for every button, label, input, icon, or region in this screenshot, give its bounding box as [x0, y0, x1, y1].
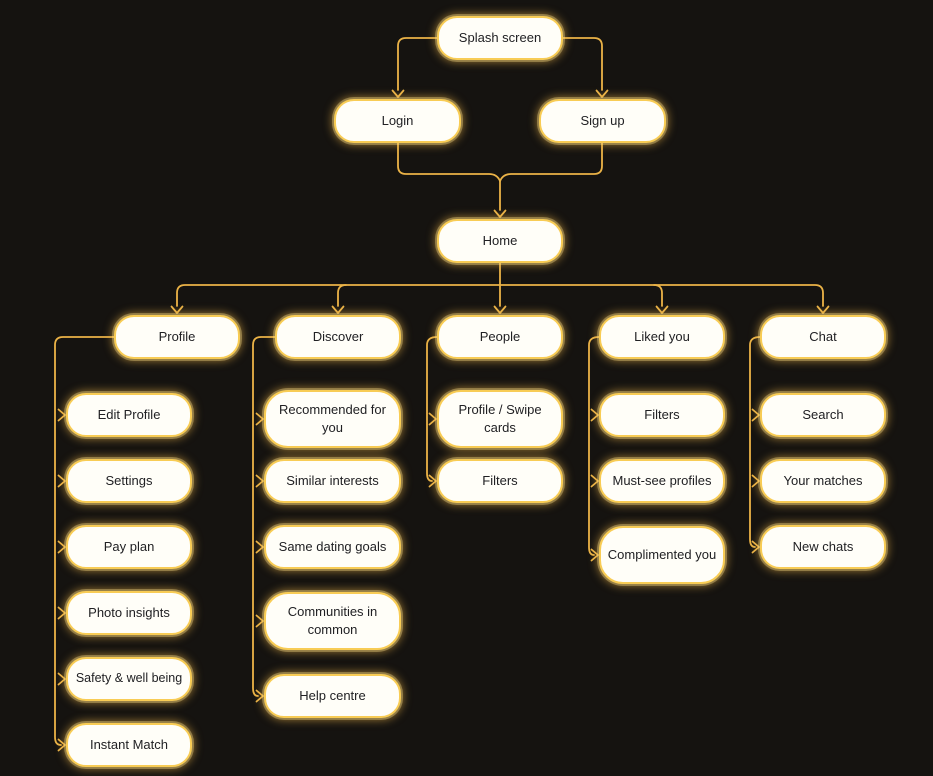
edge-signup-to-merge: [499, 142, 603, 182]
arrow-new-chats: [751, 540, 760, 554]
node-new-chats: New chats: [760, 525, 886, 569]
edge-branch-left: [176, 284, 501, 307]
node-profile-swipe-cards: Profile / Swipe cards: [437, 390, 563, 448]
arrow-login-top: [391, 89, 405, 98]
rail-people: [426, 336, 438, 482]
edge-login-to-merge: [397, 142, 501, 182]
arrow-safety-well-being: [57, 672, 66, 686]
rail-discover: [252, 336, 276, 697]
arrow-settings: [57, 474, 66, 488]
arrow-discover-top: [331, 305, 345, 314]
edge-splash-to-login: [397, 37, 438, 91]
arrow-same-dating-goals: [255, 540, 264, 554]
node-similar-interests: Similar interests: [264, 459, 401, 503]
arrow-photo-insights: [57, 606, 66, 620]
node-login: Login: [334, 99, 461, 143]
rail-liked-you: [588, 336, 600, 556]
node-people: People: [437, 315, 563, 359]
arrow-chat-top: [816, 305, 830, 314]
arrow-search: [751, 408, 760, 422]
arrow-recommended-for-you: [255, 412, 264, 426]
arrow-edit-profile: [57, 408, 66, 422]
node-photo-insights: Photo insights: [66, 591, 192, 635]
node-instant-match: Instant Match: [66, 723, 192, 767]
node-settings: Settings: [66, 459, 192, 503]
arrow-people-top: [493, 305, 507, 314]
node-splash-screen: Splash screen: [437, 16, 563, 60]
node-home: Home: [437, 219, 563, 263]
arrow-help-centre: [255, 689, 264, 703]
arrow-signup-top: [595, 89, 609, 98]
arrow-liked-you-top: [655, 305, 669, 314]
arrow-profile-top: [170, 305, 184, 314]
node-chat: Chat: [760, 315, 886, 359]
arrow-people-filters: [428, 474, 437, 488]
arrow-liked-you-filters: [590, 408, 599, 422]
node-people-filters: Filters: [437, 459, 563, 503]
edge-branch-discover: [337, 284, 347, 307]
node-your-matches: Your matches: [760, 459, 886, 503]
node-safety-well-being: Safety & well being: [66, 657, 192, 701]
edge-branch-liked-you: [653, 284, 663, 307]
node-communities-in-common: Communities in common: [264, 592, 401, 650]
node-discover: Discover: [275, 315, 401, 359]
node-same-dating-goals: Same dating goals: [264, 525, 401, 569]
arrow-profile-swipe-cards: [428, 412, 437, 426]
edge-splash-to-signup: [562, 37, 603, 91]
node-sign-up: Sign up: [539, 99, 666, 143]
arrow-communities-in-common: [255, 614, 264, 628]
rail-chat: [749, 336, 761, 548]
arrow-complimented-you: [590, 548, 599, 562]
node-recommended-for-you: Recommended for you: [264, 390, 401, 448]
node-search: Search: [760, 393, 886, 437]
arrow-your-matches: [751, 474, 760, 488]
node-liked-you-filters: Filters: [599, 393, 725, 437]
edge-branch-right: [499, 284, 824, 307]
arrow-instant-match: [57, 738, 66, 752]
node-complimented-you: Complimented you: [599, 526, 725, 584]
node-must-see-profiles: Must-see profiles: [599, 459, 725, 503]
rail-profile: [54, 336, 115, 746]
arrow-pay-plan: [57, 540, 66, 554]
node-help-centre: Help centre: [264, 674, 401, 718]
node-liked-you: Liked you: [599, 315, 725, 359]
arrow-home-top: [493, 209, 507, 218]
node-pay-plan: Pay plan: [66, 525, 192, 569]
node-profile: Profile: [114, 315, 240, 359]
arrow-must-see-profiles: [590, 474, 599, 488]
node-edit-profile: Edit Profile: [66, 393, 192, 437]
arrow-similar-interests: [255, 474, 264, 488]
